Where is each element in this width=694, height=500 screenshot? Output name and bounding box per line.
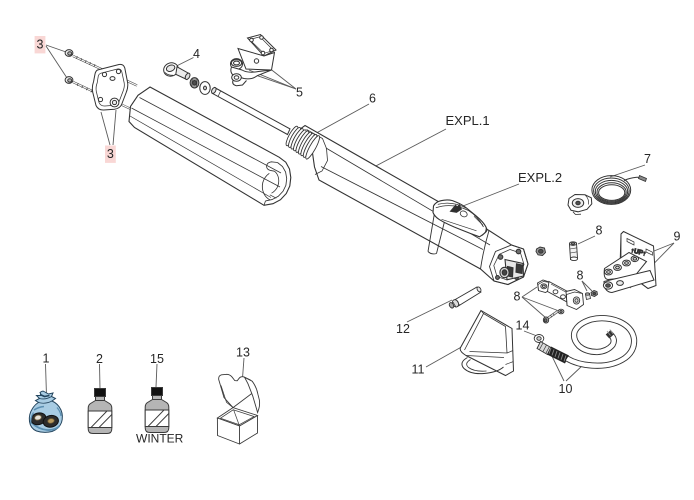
svg-text:12: 12 xyxy=(396,322,410,336)
svg-text:8: 8 xyxy=(596,224,603,238)
svg-text:14: 14 xyxy=(516,319,530,333)
svg-text:EXPL.2: EXPL.2 xyxy=(518,170,562,185)
svg-text:11: 11 xyxy=(412,363,425,377)
svg-text:9: 9 xyxy=(674,230,681,244)
svg-text:15: 15 xyxy=(150,352,164,366)
svg-text:4: 4 xyxy=(193,47,200,61)
svg-text:7: 7 xyxy=(644,152,651,166)
svg-text:3: 3 xyxy=(107,147,114,161)
svg-text:↑UP↑: ↑UP↑ xyxy=(630,247,647,258)
svg-text:2: 2 xyxy=(96,352,103,366)
svg-text:6: 6 xyxy=(369,92,376,106)
svg-text:8: 8 xyxy=(577,269,584,283)
svg-text:8: 8 xyxy=(514,290,521,304)
svg-text:1: 1 xyxy=(43,352,50,366)
svg-text:3: 3 xyxy=(37,37,44,51)
svg-text:13: 13 xyxy=(236,345,250,359)
svg-text:10: 10 xyxy=(559,382,573,396)
svg-text:WINTER: WINTER xyxy=(136,432,184,446)
svg-text:EXPL.1: EXPL.1 xyxy=(446,113,490,128)
svg-text:5: 5 xyxy=(296,86,303,100)
